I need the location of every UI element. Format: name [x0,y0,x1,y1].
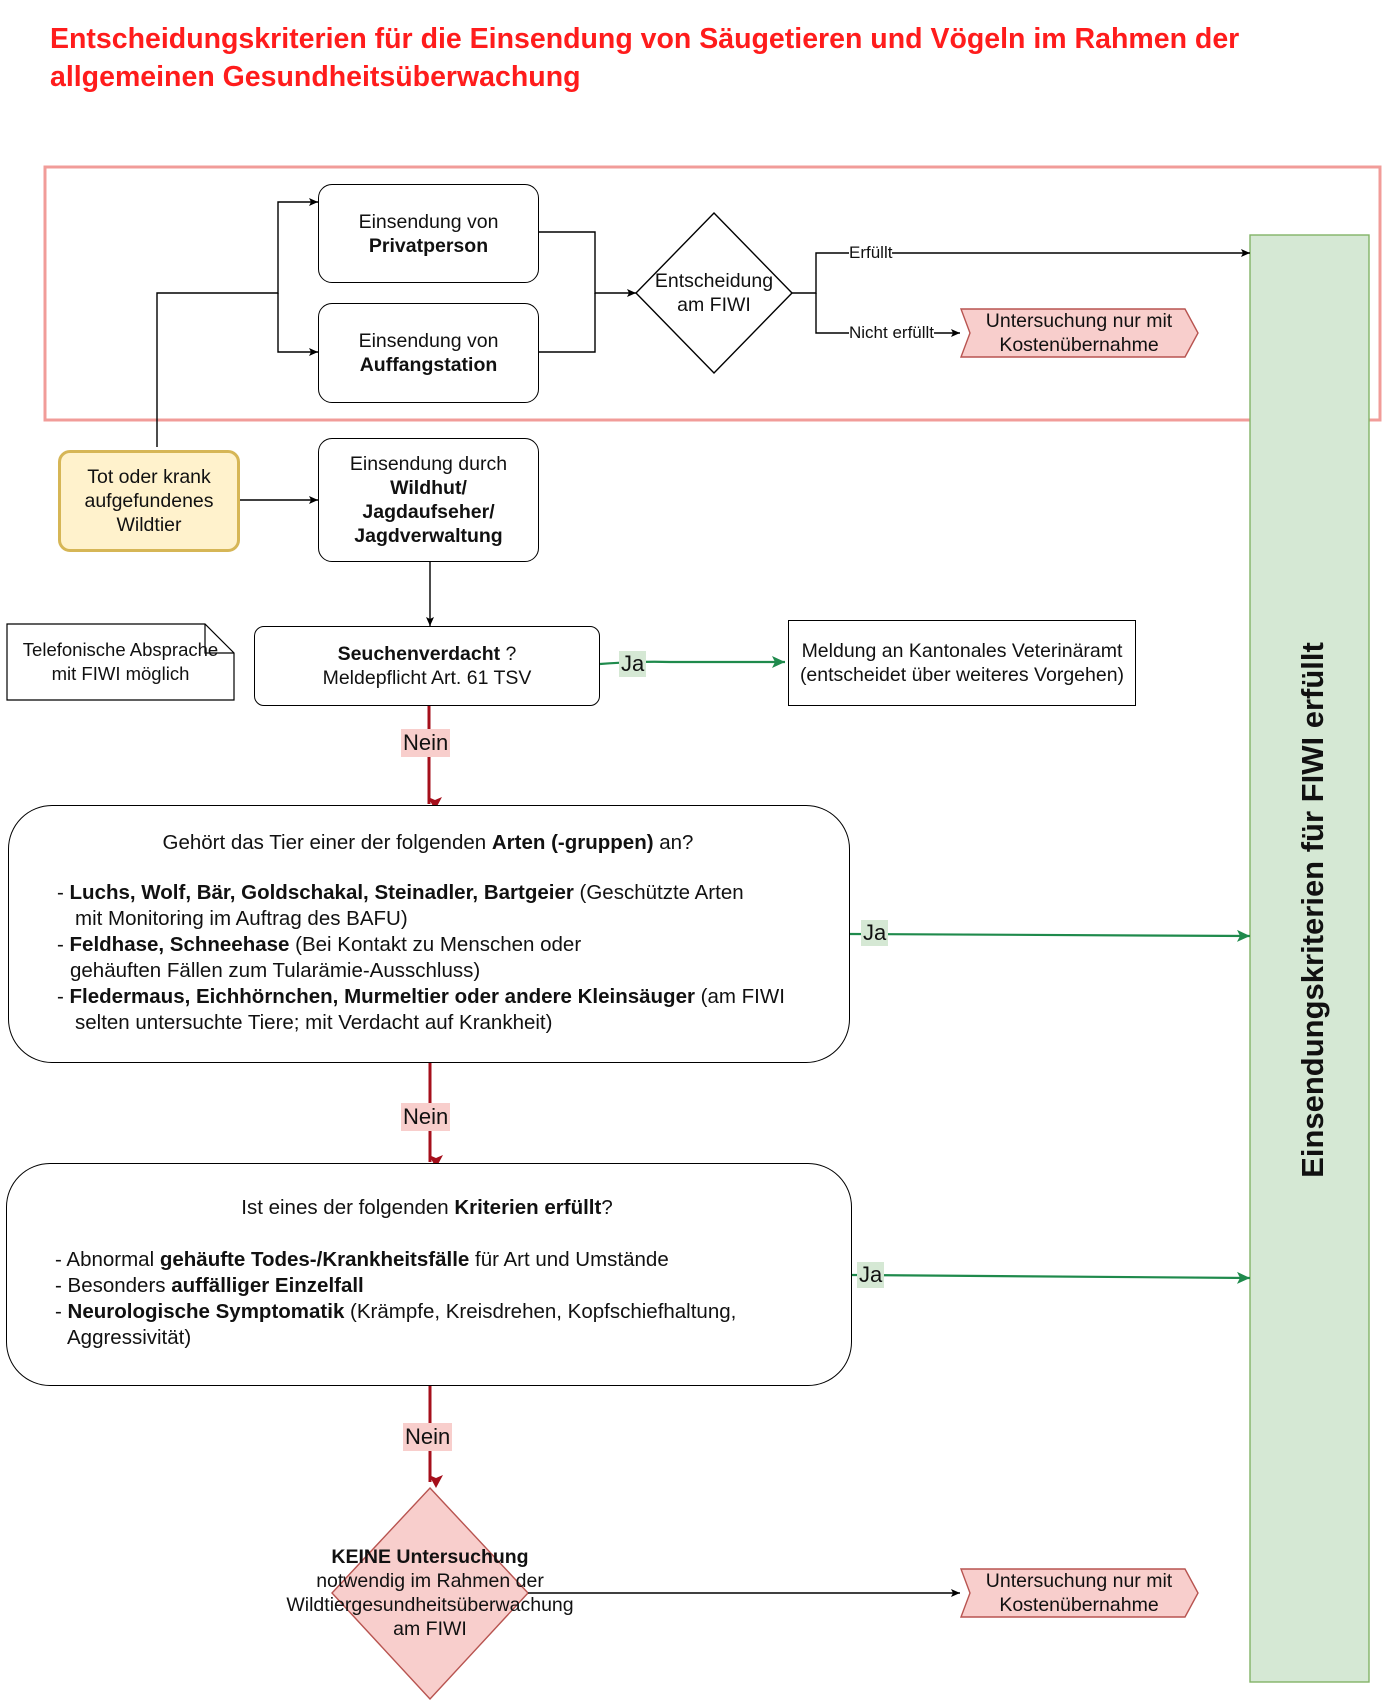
arten-question-node: Gehört das Tier einer der folgenden Arte… [8,805,850,1063]
edge-arten-ja [849,929,1251,942]
cost-tag-bottom-shape [959,1568,1199,1618]
note-fold [204,624,234,654]
kriterien-ja-label: Ja [857,1262,885,1288]
auffangstation-node: Einsendung von Auffangstation [318,303,539,403]
edge-erfuellt [792,249,1250,294]
criteria-fulfilled-bar [1249,234,1370,1683]
cost-tag-top-shape [959,308,1199,358]
start-node: Tot oder krank aufgefundenes Wildtier [58,450,240,552]
decision-label: Entscheidung am FIWI [654,270,774,316]
phone-note: Telefonische Absprache mit FIWI möglich [22,639,219,684]
keine-diamond [331,1486,529,1700]
edge-kriterien-ja [851,1271,1251,1284]
cost-tag-top: Untersuchung nur mit Kostenübernahme [985,310,1173,356]
seuche-nein-label: Nein [401,729,451,757]
kriterien-question-node: Ist eines der folgenden Kriterien erfüll… [6,1163,852,1386]
criteria-fulfilled-label: Einsendungskriterien für FIWI erfüllt [1295,642,1330,1178]
edge-privat-decision [539,231,636,297]
submission-source-frame [43,165,1382,422]
wildhut-node: Einsendung durch Wildhut/ Jagdaufseher/ … [318,438,539,562]
page-title: Entscheidungskriterien für die Einsendun… [50,23,1240,93]
arten-nein-label: Nein [401,1103,451,1131]
seuche-ja-label: Ja [619,651,647,677]
arten-item-hares: - Feldhase, Schneehase (Bei Kontakt zu M… [57,933,582,956]
note-shape [6,623,235,701]
decision-diamond [635,211,793,375]
nicht-erfuellt-label: Nicht erfüllt [849,323,935,342]
edge-start-auffang [277,293,318,356]
kriterien-item-cluster: - Abnormal gehäufte Todes-/Krankheitsfäl… [55,1248,669,1271]
privatperson-node: Einsendung von Privatperson [318,184,539,283]
cost-tag-bottom: Untersuchung nur mit Kostenübernahme [985,1570,1173,1616]
kriterien-item-single: - Besonders auffälliger Einzelfall [55,1274,364,1297]
arten-item-small-mammals: - Fledermaus, Eichhörnchen, Murmeltier o… [57,985,785,1008]
edge-auffang-decision [539,293,596,353]
keine-untersuchung-label: KEINE Untersuchung notwendig im Rahmen d… [286,1546,574,1640]
edge-start-privat [156,198,318,447]
arten-item-protected: - Luchs, Wolf, Bär, Goldschakal, Steinad… [57,881,744,904]
kriterien-nein-label: Nein [403,1423,453,1451]
arten-ja-label: Ja [861,920,889,946]
meldung-veterinaeramt-node: Meldung an Kantonales Veterinäramt (ents… [788,620,1136,706]
seuchenverdacht-node: Seuchenverdacht ? Meldepflicht Art. 61 T… [254,626,600,706]
kriterien-item-neuro: - Neurologische Symptomatik (Krämpfe, Kr… [55,1300,737,1323]
erfuellt-label: Erfüllt [849,243,893,262]
